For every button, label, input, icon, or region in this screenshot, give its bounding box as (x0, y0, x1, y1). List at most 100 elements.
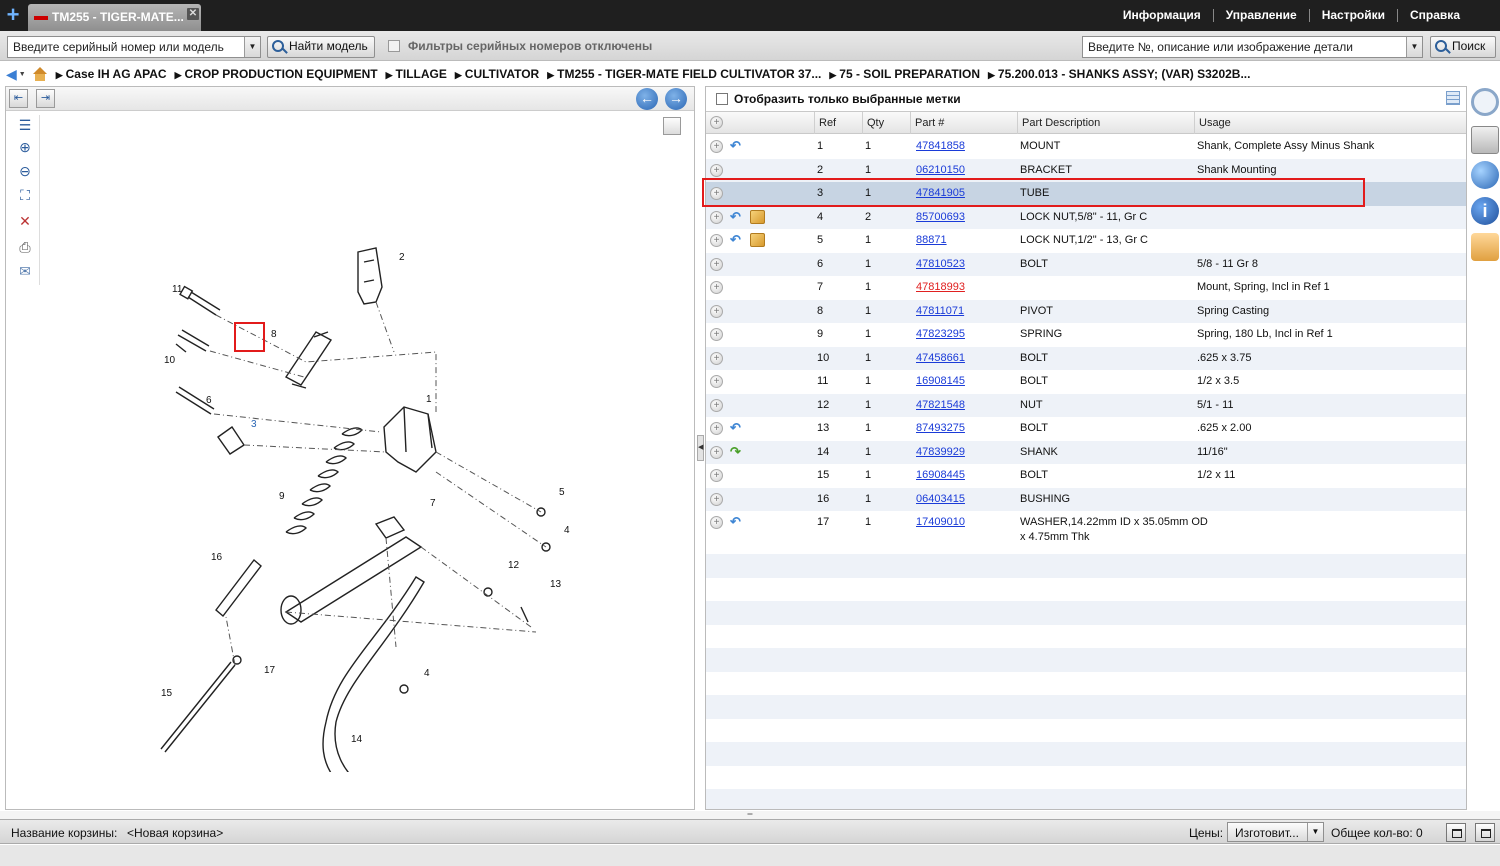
diagram-label[interactable]: 5 (559, 487, 565, 498)
maximize-window-icon[interactable] (1475, 823, 1495, 842)
expand-row-icon[interactable]: + (710, 492, 723, 506)
diagram-label[interactable]: 12 (508, 560, 520, 571)
diagram-label[interactable]: 16 (211, 552, 223, 563)
breadcrumb-item[interactable]: ▶75.200.013 - SHANKS ASSY; (VAR) S3202B.… (988, 67, 1251, 81)
search-icon[interactable] (1471, 88, 1499, 116)
alternate-arrow-icon[interactable]: ↷ (730, 443, 741, 459)
row-part-number-link[interactable]: 16908145 (916, 375, 965, 387)
row-part-number-link[interactable]: 47821548 (916, 398, 965, 411)
expand-row-icon[interactable]: + (710, 140, 723, 153)
expand-right-icon[interactable]: ⇥ (36, 89, 55, 108)
menu-help[interactable]: Справка (1397, 9, 1472, 22)
fit-to-window-icon[interactable]: ⛶ (20, 187, 30, 203)
expand-row-icon[interactable]: + (710, 351, 723, 365)
row-part-number-link[interactable]: 06403415 (916, 492, 965, 505)
new-tab-plus-icon[interactable]: + (6, 2, 20, 27)
horizontal-splitter[interactable]: ═ (0, 811, 1500, 819)
tab-close-icon[interactable]: ✕ (187, 8, 199, 20)
expand-row-icon[interactable]: + (710, 469, 723, 482)
parts-list-icon[interactable] (1471, 126, 1499, 154)
print-icon[interactable]: ⎙ (19, 239, 31, 255)
replacement-arrow-icon[interactable]: ↶ (730, 420, 741, 435)
breadcrumb-item[interactable]: ▶75 - SOIL PREPARATION (829, 67, 980, 81)
diagram-label[interactable]: 17 (264, 665, 276, 676)
col-usage[interactable]: Usage (1194, 112, 1466, 134)
expand-row-icon[interactable]: + (710, 187, 723, 200)
expand-row-icon[interactable]: + (710, 281, 723, 294)
zoom-in-icon[interactable]: ⊕ (19, 139, 31, 155)
row-part-number-link[interactable]: 47818993 (916, 281, 965, 293)
back-arrow-icon[interactable]: ◀ (6, 65, 17, 82)
diagram-label[interactable]: 4 (564, 525, 570, 536)
serial-model-input[interactable]: Введите серийный номер или модель ▼ (7, 36, 261, 58)
panel-splitter-handle[interactable]: ◀ (697, 435, 704, 461)
row-part-number-link[interactable]: 47458661 (916, 351, 965, 364)
row-part-number-link[interactable]: 87493275 (916, 422, 965, 434)
expand-row-icon[interactable]: + (710, 257, 723, 271)
serial-filter-checkbox[interactable] (388, 40, 400, 52)
expand-row-icon[interactable]: + (710, 163, 723, 177)
diagram-label[interactable]: 9 (279, 491, 285, 502)
kit-box-icon[interactable] (750, 233, 765, 247)
only-selected-checkbox[interactable] (716, 93, 728, 105)
expand-row-icon[interactable]: + (710, 422, 723, 435)
next-page-icon[interactable]: → (665, 88, 687, 110)
breadcrumb-item[interactable]: ▶TILLAGE (385, 67, 447, 81)
menu-info[interactable]: Информация (1122, 8, 1201, 22)
grid-view-icon[interactable] (1446, 91, 1460, 105)
row-part-number-link[interactable]: 47823295 (916, 328, 965, 340)
chat-user-icon[interactable] (1471, 233, 1499, 261)
toggle-view-button[interactable] (663, 117, 681, 135)
diagram-label[interactable]: 2 (399, 252, 405, 263)
breadcrumb-item[interactable]: ▶Case IH AG APAC (55, 67, 167, 81)
replacement-arrow-icon[interactable]: ↶ (730, 232, 741, 247)
breadcrumb-item[interactable]: ▶CROP PRODUCTION EQUIPMENT (174, 67, 378, 81)
globe-icon[interactable] (1471, 161, 1499, 189)
diagram-label[interactable]: 11 (172, 284, 183, 295)
row-part-number-link[interactable]: 17409010 (916, 516, 965, 528)
col-part-description[interactable]: Part Description (1017, 112, 1195, 134)
part-search-input[interactable]: Введите №, описание или изображение дета… (1082, 36, 1423, 58)
chevron-down-icon[interactable]: ▼ (18, 70, 26, 78)
expand-row-icon[interactable]: + (710, 328, 723, 341)
cart-name-value[interactable]: <Новая корзина> (127, 826, 224, 840)
expand-row-icon[interactable]: + (710, 398, 723, 412)
col-part-number[interactable]: Part # (910, 112, 1018, 134)
diagram-label[interactable]: 13 (550, 579, 562, 590)
row-part-number-link[interactable]: 47841858 (916, 140, 965, 152)
diagram-label[interactable]: 4 (424, 668, 430, 679)
menu-settings[interactable]: Настройки (1308, 9, 1397, 22)
expand-all-icon[interactable]: + (710, 116, 723, 129)
row-part-number-link[interactable]: 47811071 (916, 304, 965, 317)
diagram-label[interactable]: 7 (430, 498, 436, 509)
zoom-out-icon[interactable]: ⊖ (19, 163, 31, 179)
diagram-label[interactable]: 1 (426, 394, 432, 405)
row-part-number-link[interactable]: 06210150 (916, 163, 965, 176)
col-ref[interactable]: Ref (814, 112, 864, 134)
diagram-label[interactable]: 14 (351, 734, 363, 745)
breadcrumb-item[interactable]: ▶CULTIVATOR (454, 67, 540, 81)
search-button[interactable]: Поиск (1430, 36, 1496, 58)
expand-row-icon[interactable]: + (710, 210, 723, 224)
menu-management[interactable]: Управление (1212, 9, 1309, 22)
expand-row-icon[interactable]: + (710, 234, 723, 247)
collapse-left-icon[interactable]: ⇤ (9, 89, 28, 108)
replacement-arrow-icon[interactable]: ↶ (730, 208, 741, 224)
expand-row-icon[interactable]: + (710, 304, 723, 318)
chevron-down-icon[interactable]: ▼ (244, 37, 260, 57)
expand-row-icon[interactable]: + (710, 375, 723, 388)
find-model-button[interactable]: Найти модель (267, 36, 375, 58)
chevron-down-icon[interactable]: ▼ (1406, 37, 1422, 57)
row-part-number-link[interactable]: 47839929 (916, 445, 965, 458)
